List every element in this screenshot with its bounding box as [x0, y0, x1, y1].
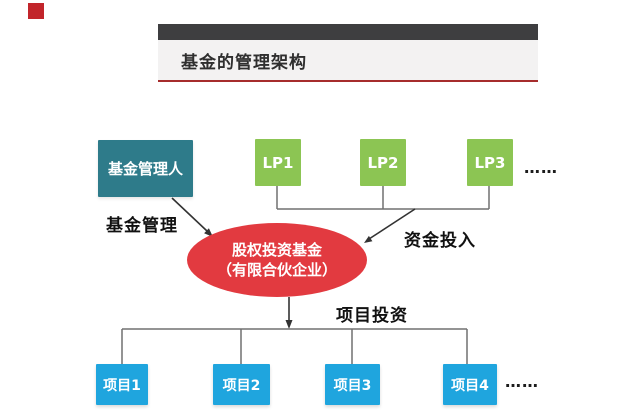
node-lp1: LP1: [255, 139, 301, 186]
node-project4-label: 项目4: [451, 377, 489, 394]
edge-manager-to-fund: [171, 197, 213, 237]
node-lp2: LP2: [360, 139, 406, 186]
node-fund-manager: 基金管理人: [98, 140, 193, 197]
node-equity-fund-label-line2: （有限合伙企业）: [216, 261, 337, 279]
node-project2-label: 项目2: [222, 377, 261, 394]
red-square-mark: [28, 3, 44, 19]
lp-ellipsis-dots: ……: [524, 158, 558, 177]
edge-label-capital-input: 资金投入: [404, 231, 476, 251]
project-distributor-lines: [121, 328, 468, 364]
node-project4: 项目4: [443, 364, 497, 405]
header-top-bar: [158, 24, 538, 40]
node-lp2-label: LP2: [367, 153, 399, 172]
page-title: 基金的管理架构: [181, 52, 307, 73]
edge-label-project-investment: 项目投资: [336, 306, 408, 326]
node-project3-label: 项目3: [333, 377, 372, 394]
node-equity-fund-label-line1: 股权投资基金: [231, 240, 322, 259]
edge-label-fund-management: 基金管理: [106, 216, 178, 236]
node-equity-fund: 股权投资基金 （有限合伙企业）: [187, 223, 367, 297]
node-lp1-label: LP1: [262, 153, 294, 172]
node-lp3-label: LP3: [474, 153, 506, 172]
node-project2: 项目2: [213, 364, 270, 405]
node-project3: 项目3: [325, 364, 380, 405]
title-panel: 基金的管理架构: [158, 40, 538, 82]
edge-fund-to-projects: [285, 297, 293, 329]
node-lp3: LP3: [467, 139, 513, 186]
node-project1: 项目1: [96, 364, 148, 405]
node-fund-manager-label: 基金管理人: [107, 160, 183, 178]
node-project1-label: 项目1: [103, 377, 141, 394]
project-ellipsis-dots: ……: [505, 372, 539, 391]
